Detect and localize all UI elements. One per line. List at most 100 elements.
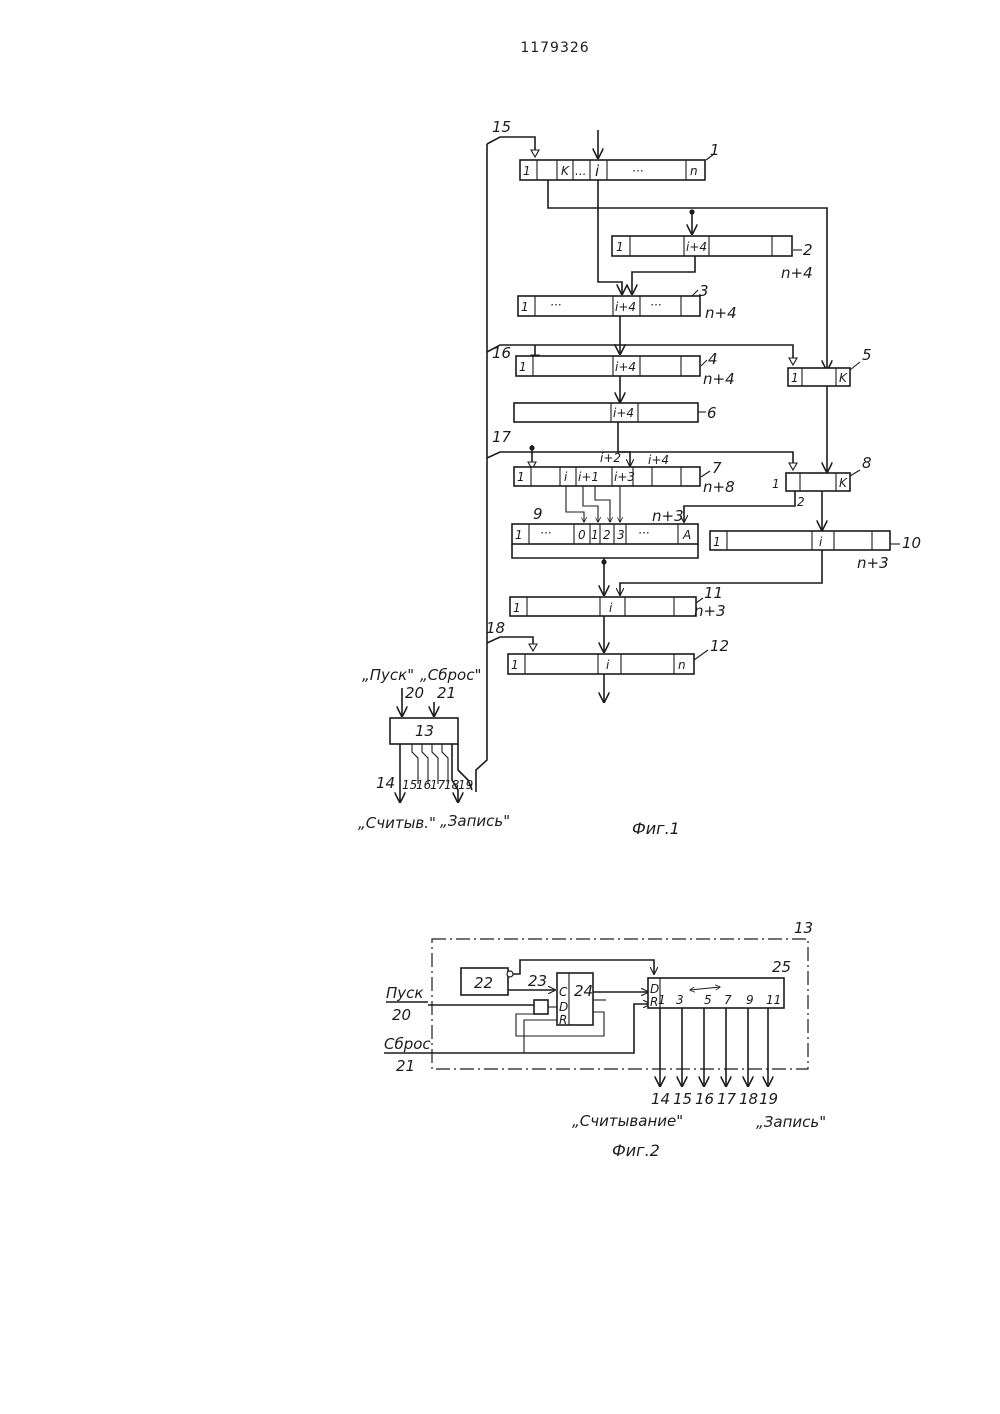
- label-block-2: 2: [803, 241, 813, 259]
- register-8: K: [786, 473, 850, 491]
- label-block-8: 8: [862, 454, 872, 472]
- register-1: 1 K ... i ··· n: [520, 160, 705, 180]
- label-size-2: n+4: [781, 264, 813, 282]
- svg-text:1: 1: [511, 658, 519, 672]
- register-5: 1 K: [788, 368, 850, 386]
- clock-triangle-1: [531, 150, 539, 157]
- label-block-11: 11: [704, 584, 723, 602]
- svg-text:11: 11: [766, 993, 781, 1007]
- svg-text:1: 1: [791, 371, 799, 385]
- svg-text:7: 7: [724, 993, 732, 1007]
- register-4: 1 i+4: [516, 356, 700, 376]
- bus-17-branch: [487, 452, 793, 463]
- input-reset-text: „Сброс": [420, 666, 481, 684]
- input-start-text: „Пуск": [362, 666, 414, 684]
- label-block-24: 24: [574, 982, 593, 1000]
- svg-text:i+4: i+4: [615, 300, 636, 314]
- bus-18-branch: [487, 637, 533, 644]
- svg-text:18: 18: [739, 1090, 758, 1108]
- svg-text:5: 5: [704, 993, 712, 1007]
- fig2-read-text: „Считывание": [572, 1112, 683, 1130]
- svg-text:0: 0: [578, 528, 586, 542]
- svg-text:···: ···: [632, 164, 643, 178]
- register-9: 1 ··· 0 1 2 3 ··· A: [512, 524, 698, 544]
- svg-text:14: 14: [376, 774, 395, 792]
- svg-text:2: 2: [797, 495, 805, 509]
- patent-number: 1179326: [520, 40, 589, 56]
- svg-text:19: 19: [759, 1090, 778, 1108]
- label-size-9: n+3: [652, 507, 684, 525]
- svg-text:D: D: [559, 1000, 568, 1014]
- label-block-22: 22: [474, 974, 493, 992]
- label-size-3: n+4: [705, 304, 737, 322]
- register-3: 1 ··· i+4 ···: [518, 296, 700, 316]
- svg-text:K: K: [561, 164, 570, 178]
- label-block-10: 10: [902, 534, 921, 552]
- svg-text:...: ...: [575, 164, 586, 178]
- register-12: 1 i n: [508, 654, 694, 674]
- label-size-10: n+3: [857, 554, 889, 572]
- svg-text:2: 2: [603, 528, 611, 542]
- label-8-input: 1: [772, 477, 780, 491]
- register-2: 1 i+4: [612, 236, 792, 256]
- svg-text:1: 1: [658, 993, 666, 1007]
- svg-text:i+4: i+4: [615, 360, 636, 374]
- label-bus-16: 16: [492, 344, 511, 362]
- bus-main: [476, 144, 487, 792]
- svg-text:1: 1: [517, 470, 525, 484]
- wire-9-collect: [512, 544, 698, 558]
- wire-2-to-3: [632, 256, 695, 294]
- bus-15-branch: [487, 137, 535, 150]
- svg-text:1: 1: [521, 300, 529, 314]
- svg-text:R: R: [559, 1013, 567, 1027]
- svg-text:3: 3: [617, 528, 625, 542]
- label-block-6: 6: [707, 404, 717, 422]
- svg-text:i+4: i+4: [686, 240, 707, 254]
- svg-text:15: 15: [402, 778, 417, 792]
- svg-text:1: 1: [523, 164, 531, 178]
- svg-text:···: ···: [550, 298, 561, 312]
- svg-text:K: K: [839, 371, 848, 385]
- svg-text:15: 15: [673, 1090, 692, 1108]
- fig2-input-reset-num: 21: [396, 1057, 415, 1075]
- svg-text:i+4: i+4: [648, 453, 669, 467]
- svg-text:i+2: i+2: [600, 451, 621, 465]
- svg-text:i+1: i+1: [578, 470, 599, 484]
- label-block-9: 9: [533, 505, 543, 523]
- svg-text:9: 9: [746, 993, 754, 1007]
- register-10: 1 i: [710, 531, 890, 550]
- svg-text:···: ···: [638, 526, 649, 540]
- svg-text:C: C: [559, 985, 568, 999]
- figure-1-caption: Фиг.1: [632, 819, 680, 838]
- label-size-7: n+8: [703, 478, 735, 496]
- svg-text:19: 19: [458, 778, 473, 792]
- input-reset-num: 21: [437, 684, 456, 702]
- label-block-3: 3: [699, 282, 709, 300]
- fig2-input-start-text: Пуск: [386, 984, 423, 1002]
- figure-1: 15 1 K ... i ··· n 1: [358, 118, 921, 838]
- label-block-25: 25: [772, 958, 791, 976]
- svg-text:···: ···: [540, 526, 551, 540]
- svg-text:3: 3: [676, 993, 684, 1007]
- label-block-23: 23: [528, 972, 547, 990]
- block-25: [648, 978, 784, 1008]
- label-block-7: 7: [712, 459, 722, 477]
- label-bus-18: 18: [486, 619, 505, 637]
- svg-text:···: ···: [650, 298, 661, 312]
- svg-text:16: 16: [695, 1090, 714, 1108]
- svg-text:1: 1: [513, 601, 521, 615]
- svg-text:i+4: i+4: [613, 406, 634, 420]
- register-7: 1 i i+1 i+3: [514, 467, 700, 486]
- register-11: 1 i: [510, 597, 696, 616]
- svg-text:1: 1: [515, 528, 523, 542]
- svg-text:n: n: [690, 164, 698, 178]
- figure-2: 13 22 23 C D R 24 Пуск 20 Сброс 21 D R 2…: [384, 919, 826, 1160]
- svg-text:1: 1: [591, 528, 599, 542]
- svg-text:n: n: [678, 658, 686, 672]
- label-block-13: 13: [415, 722, 434, 740]
- svg-text:A: A: [682, 528, 691, 542]
- output-read-text: „Считыв.": [358, 814, 436, 832]
- svg-text:14: 14: [651, 1090, 670, 1108]
- fig2-input-reset-text: Сброс: [384, 1035, 431, 1053]
